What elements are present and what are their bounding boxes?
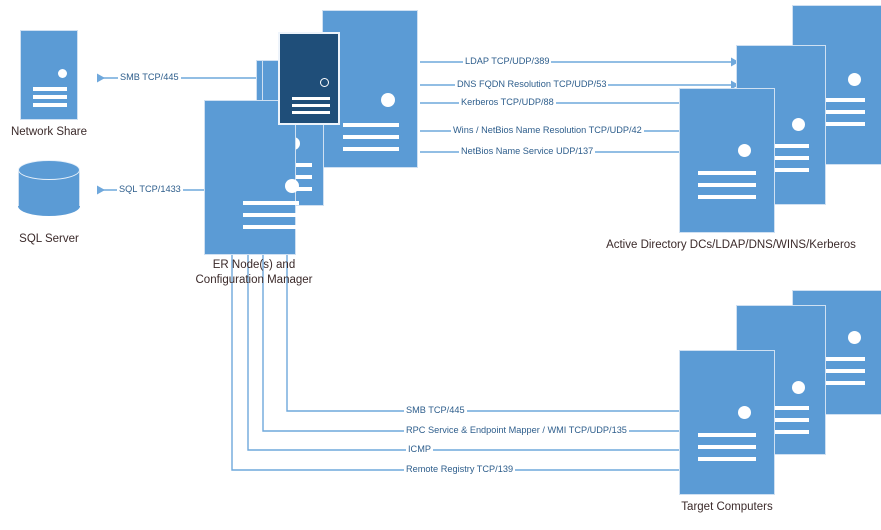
server-bar [698,433,756,437]
server-led-icon [58,69,67,78]
label-smb-network-share: SMB TCP/445 [118,72,181,83]
label-icmp: ICMP [406,444,433,455]
connector-remote-registry [231,255,687,475]
label-smb-target: SMB TCP/445 [404,405,467,416]
server-icon-front [679,88,775,233]
database-cylinder-icon [18,160,80,226]
server-bar [243,225,299,229]
label-sql-server: SQL TCP/1433 [117,184,183,195]
node-er-node-caption-line2: Configuration Manager [195,274,313,286]
server-bar [343,135,399,139]
label-wins-netbios: Wins / NetBios Name Resolution TCP/UDP/4… [451,125,644,136]
node-er-node-caption-line1: ER Node(s) and [212,259,296,271]
server-led-icon [285,179,299,193]
server-bar [33,95,67,99]
server-led-icon [381,93,395,107]
server-bar [811,369,865,373]
server-led-icon [848,73,861,86]
label-netbios-name-service: NetBios Name Service UDP/137 [459,146,596,157]
server-icon-front [679,350,775,495]
server-bar [698,183,756,187]
server-bar [243,213,299,217]
server-bar [811,110,865,114]
server-bar [755,418,809,422]
server-bar [33,103,67,107]
server-bar [811,357,865,361]
server-bar [698,171,756,175]
server-bar [755,156,809,160]
server-led-icon [792,381,805,394]
server-led-icon [738,406,751,419]
server-bar [343,123,399,127]
server-bar [811,381,865,385]
server-bar [33,87,67,91]
connector-icmp [247,255,687,455]
label-ldap: LDAP TCP/UDP/389 [463,56,552,67]
server-icon [20,30,78,120]
server-led-icon [738,144,751,157]
node-active-directory-caption: Active Directory DCs/LDAP/DNS/WINS/Kerbe… [606,239,856,251]
server-led-indicator-icon [320,78,329,87]
server-bar [755,406,809,410]
label-kerberos: Kerberos TCP/UDP/88 [459,97,556,108]
label-rpc-wmi: RPC Service & Endpoint Mapper / WMI TCP/… [404,425,629,436]
label-dns-fqdn: DNS FQDN Resolution TCP/UDP/53 [455,79,609,90]
server-bar [698,457,756,461]
server-bar [292,97,330,100]
server-icon-configuration-manager [278,32,340,125]
server-bar [292,111,330,114]
server-bar [755,430,809,434]
node-target-computers-caption: Target Computers [681,501,773,513]
server-bar [698,195,756,199]
server-bar [343,147,399,151]
node-sql-server-caption: SQL Server [19,233,79,245]
cylinder-top [18,160,80,180]
server-bar [243,201,299,205]
server-bar [292,104,330,107]
server-icon-front [204,100,299,255]
server-led-icon [848,331,861,344]
server-bar [698,445,756,449]
label-remote-registry: Remote Registry TCP/139 [404,464,516,475]
connector-smb-target [286,255,687,416]
server-bar [811,98,865,102]
server-bar [811,122,865,126]
server-bar [755,144,809,148]
node-network-share-caption: Network Share [10,126,88,138]
server-bar [755,168,809,172]
server-led-icon [792,118,805,131]
